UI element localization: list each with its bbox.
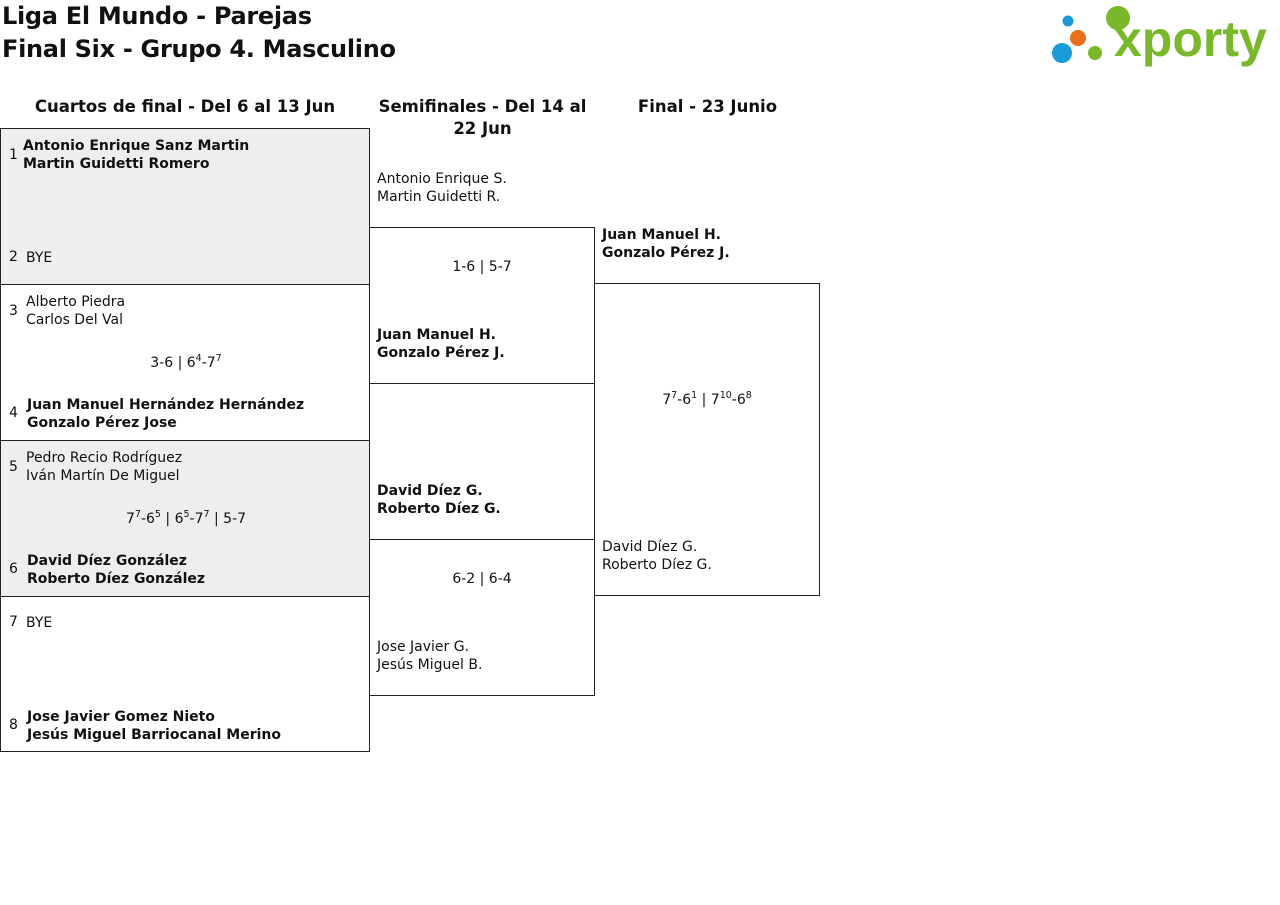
match-score: 77-65 | 65-77 | 5-7 — [125, 509, 247, 527]
semi-team-entry[interactable]: Juan Manuel H. Gonzalo Pérez J. — [377, 326, 505, 362]
round-header-quarters: Cuartos de final - Del 6 al 13 Jun — [34, 97, 336, 116]
player-name: Gonzalo Pérez J. — [602, 245, 730, 261]
seed-number: 1 — [9, 147, 18, 163]
semi-match-1: 1-6 | 5-7 Juan Manuel H. Gonzalo Pérez J… — [369, 227, 595, 384]
player-name: Pedro Recio Rodríguez — [26, 450, 183, 466]
seed-number: 2 — [9, 249, 18, 265]
team-entry[interactable]: BYE — [26, 614, 52, 632]
seed-number: 8 — [9, 717, 18, 733]
player-name: Gonzalo Pérez Jose — [27, 415, 177, 431]
xporty-logo: xporty — [1052, 6, 1267, 67]
page-subtitle: Final Six - Grupo 4. Masculino — [2, 35, 396, 63]
quarter-match-2: 3 Alberto Piedra Carlos Del Val 3-6 | 64… — [0, 284, 370, 441]
quarter-match-1: 1 Antonio Enrique Sanz Martin Martin Gui… — [0, 128, 370, 285]
player-name: Jesús Miguel B. — [377, 657, 483, 673]
seed-number: 4 — [9, 405, 18, 421]
player-name: David Díez G. — [377, 483, 483, 499]
final-team-entry[interactable]: David Díez G. Roberto Díez G. — [602, 538, 712, 574]
player-name: Antonio Enrique S. — [377, 171, 507, 187]
team-entry[interactable]: David Díez González Roberto Díez Gonzále… — [27, 552, 205, 588]
player-name: Jesús Miguel Barriocanal Merino — [27, 727, 281, 743]
seed-number: 5 — [9, 459, 18, 475]
team-entry[interactable]: Antonio Enrique Sanz Martin Martin Guide… — [23, 137, 249, 173]
player-name: Martin Guidetti Romero — [23, 156, 210, 172]
player-name: BYE — [26, 250, 53, 266]
match-score: 6-2 | 6-4 — [452, 571, 512, 587]
player-name: Antonio Enrique Sanz Martin — [23, 138, 250, 154]
seed-number: 7 — [9, 614, 18, 630]
player-name: Jose Javier G. — [377, 639, 470, 655]
seed-number: 3 — [9, 303, 18, 319]
player-name: Carlos Del Val — [26, 312, 124, 328]
final-match: 77-61 | 710-68 David Díez G. Roberto Díe… — [594, 283, 820, 596]
team-entry[interactable]: BYE — [26, 249, 52, 267]
page-title: Liga El Mundo - Parejas — [2, 2, 312, 30]
semi-team-entry[interactable]: Antonio Enrique S. Martin Guidetti R. — [377, 170, 507, 206]
svg-text:xporty: xporty — [1114, 11, 1267, 67]
player-name: Gonzalo Pérez J. — [377, 345, 505, 361]
team-entry[interactable]: Pedro Recio Rodríguez Iván Martín De Mig… — [26, 449, 182, 485]
team-entry[interactable]: Alberto Piedra Carlos Del Val — [26, 293, 125, 329]
player-name: Juan Manuel Hernández Hernández — [27, 397, 305, 413]
match-score: 1-6 | 5-7 — [452, 259, 512, 275]
seed-number: 6 — [9, 561, 18, 577]
match-score: 77-61 | 710-68 — [662, 390, 752, 408]
player-name: Juan Manuel H. — [602, 227, 721, 243]
player-name: Roberto Díez G. — [602, 557, 712, 573]
quarter-match-3: 5 Pedro Recio Rodríguez Iván Martín De M… — [0, 440, 370, 597]
player-name: BYE — [26, 615, 53, 631]
quarter-match-4: 7 BYE 8 Jose Javier Gomez Nieto Jesús Mi… — [0, 596, 370, 752]
round-header-final: Final - 23 Junio — [637, 97, 778, 116]
player-name: Roberto Díez G. — [377, 501, 501, 517]
round-header-semis: Semifinales - Del 14 al 22 Jun — [378, 97, 587, 138]
player-name: David Díez G. — [602, 539, 698, 555]
team-entry[interactable]: Jose Javier Gomez Nieto Jesús Miguel Bar… — [27, 708, 281, 744]
match-score: 3-6 | 64-77 — [150, 353, 222, 371]
player-name: Juan Manuel H. — [377, 327, 496, 343]
player-name: Martin Guidetti R. — [377, 189, 501, 205]
semi-team-entry[interactable]: David Díez G. Roberto Díez G. — [377, 482, 501, 518]
player-name: David Díez González — [27, 553, 187, 569]
player-name: Iván Martín De Miguel — [26, 468, 180, 484]
player-name: Alberto Piedra — [26, 294, 126, 310]
semi-match-2: 6-2 | 6-4 Jose Javier G. Jesús Miguel B. — [369, 539, 595, 696]
player-name: Jose Javier Gomez Nieto — [27, 709, 215, 725]
final-team-entry[interactable]: Juan Manuel H. Gonzalo Pérez J. — [602, 226, 730, 262]
team-entry[interactable]: Juan Manuel Hernández Hernández Gonzalo … — [27, 396, 304, 432]
semi-team-entry[interactable]: Jose Javier G. Jesús Miguel B. — [377, 638, 482, 674]
player-name: Roberto Díez González — [27, 571, 206, 587]
